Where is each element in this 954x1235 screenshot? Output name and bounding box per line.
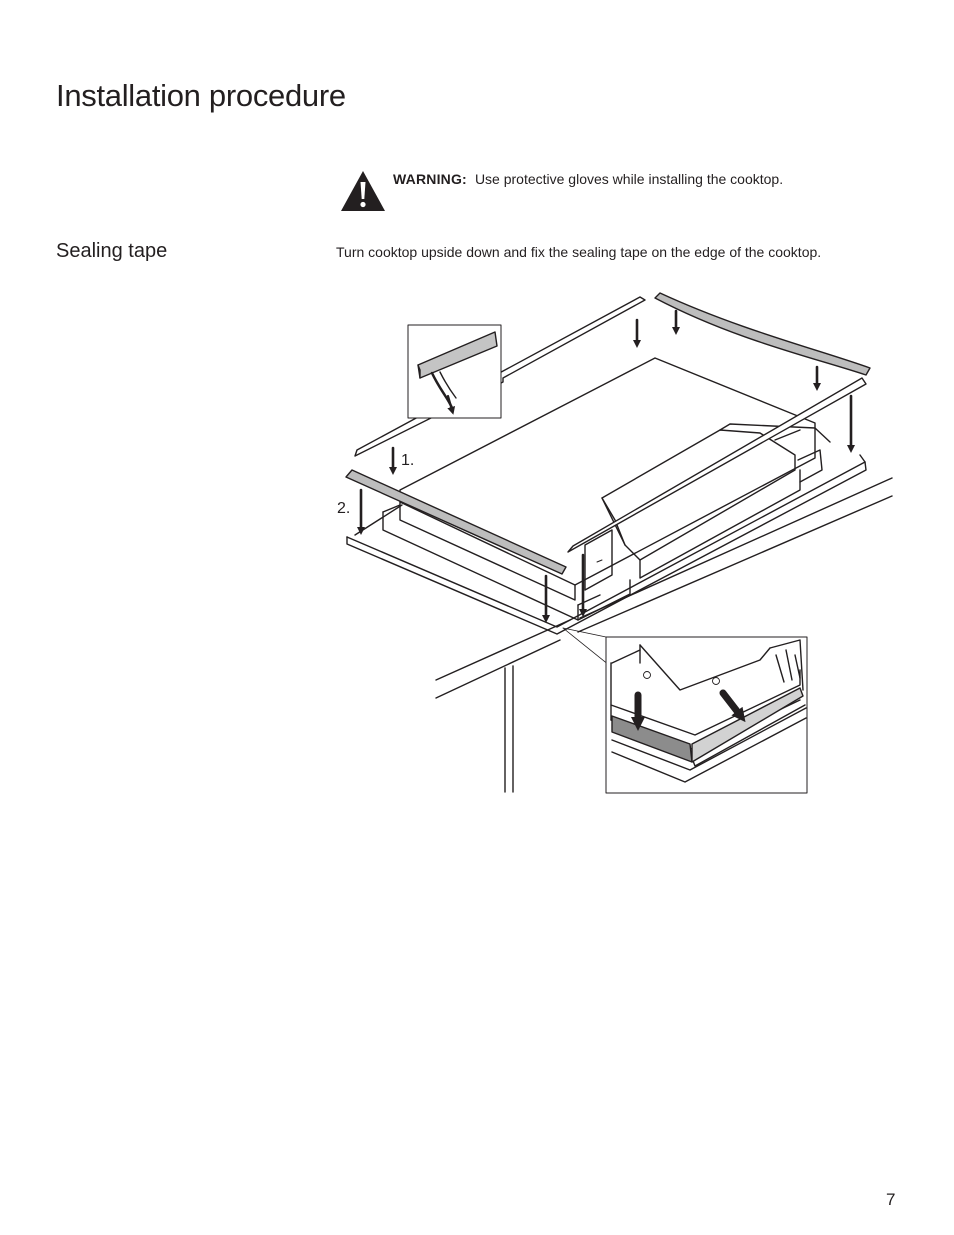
page-number: 7 [886, 1190, 896, 1209]
warning-notice: WARNING: Use protective gloves while inst… [339, 166, 899, 216]
page-title: Installation procedure [56, 78, 346, 113]
warning-label: WARNING: [393, 171, 467, 187]
step-1-label: 1. [401, 452, 414, 469]
inset-edge-detail [605, 636, 808, 794]
warning-message: Use protective gloves while installing t… [474, 171, 784, 187]
inset-peel-tape [407, 324, 502, 419]
sealing-tape-illustration: 1. 2. [330, 286, 900, 798]
warning-triangle-icon [341, 171, 385, 211]
cooktop-frame [346, 454, 867, 635]
sealing-tape-diagram: 1. 2. [337, 292, 893, 794]
warning-text: WARNING: Use protective gloves while inst… [393, 171, 783, 187]
section-heading: Sealing tape [56, 240, 168, 262]
cooktop-body [382, 357, 831, 621]
step-2-label: 2. [337, 500, 350, 517]
placement-arrows [357, 309, 855, 623]
instruction-text: Turn cooktop upside down and fix the sea… [336, 244, 822, 260]
